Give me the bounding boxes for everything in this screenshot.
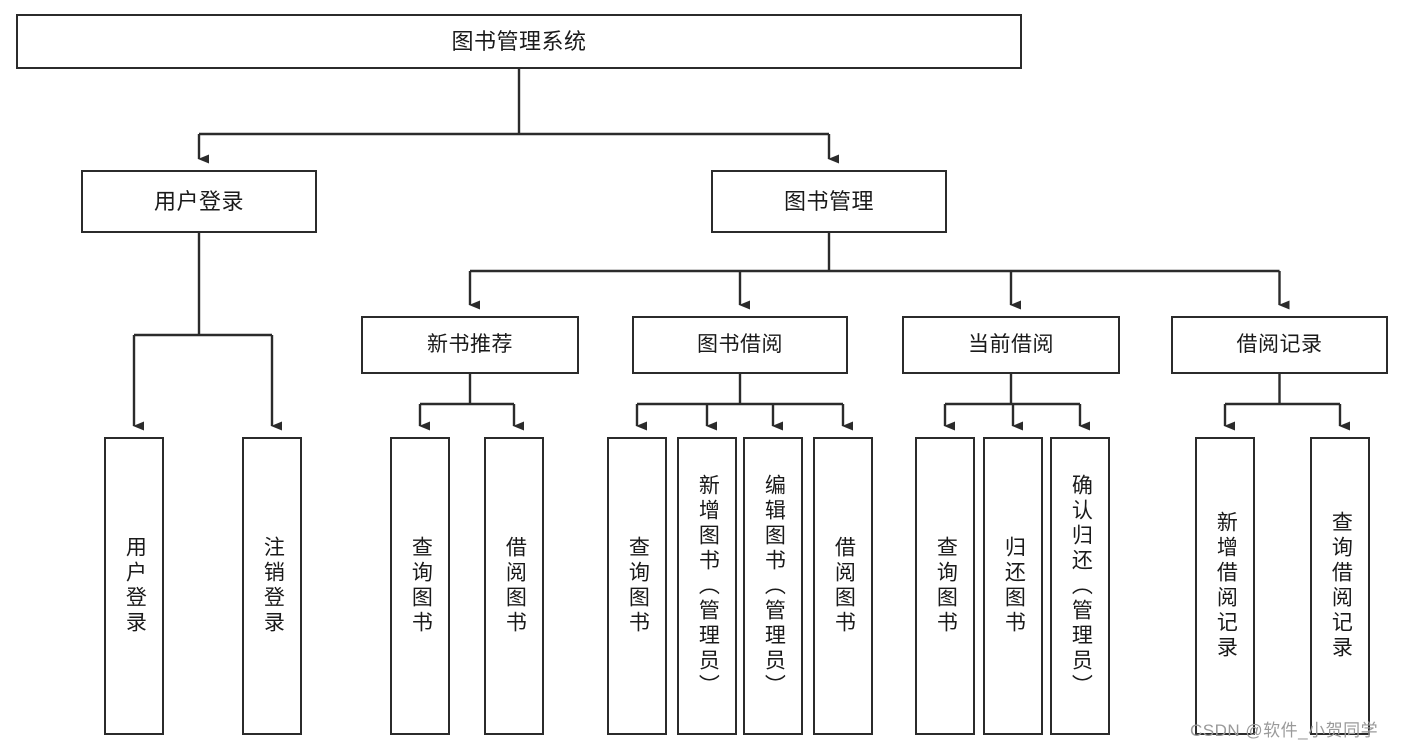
node-c-return[interactable]: 归还图书	[983, 437, 1043, 735]
node-label-r-query: 查询借阅记录	[1329, 511, 1353, 661]
node-label-b-borrow: 借阅图书	[832, 536, 856, 636]
node-c-confirm[interactable]: 确认归还（管理员）	[1050, 437, 1110, 735]
node-b-borrow[interactable]: 借阅图书	[813, 437, 873, 735]
node-label-records: 借阅记录	[1236, 332, 1323, 356]
node-label-n-borrow: 借阅图书	[503, 536, 527, 636]
node-label-b-query: 查询图书	[626, 536, 650, 636]
node-b-edit[interactable]: 编辑图书（管理员）	[743, 437, 803, 735]
node-c-query[interactable]: 查询图书	[915, 437, 975, 735]
node-r-query[interactable]: 查询借阅记录	[1310, 437, 1370, 735]
node-label-l-login: 用户登录	[123, 536, 147, 636]
node-bookmgmt[interactable]: 图书管理	[711, 170, 947, 233]
node-l-login[interactable]: 用户登录	[104, 437, 164, 735]
node-label-bookmgmt: 图书管理	[783, 188, 874, 214]
node-label-n-query: 查询图书	[409, 536, 433, 636]
node-label-login: 用户登录	[153, 188, 244, 214]
node-root[interactable]: 图书管理系统	[16, 14, 1022, 69]
node-label-current: 当前借阅	[968, 332, 1054, 356]
node-label-borrow: 图书借阅	[697, 332, 783, 356]
node-records[interactable]: 借阅记录	[1171, 316, 1388, 374]
node-label-c-confirm: 确认归还（管理员）	[1069, 473, 1093, 699]
edge-group	[132, 69, 1350, 431]
node-label-c-query: 查询图书	[934, 536, 958, 636]
node-label-newbook: 新书推荐	[427, 332, 513, 356]
node-label-b-edit: 编辑图书（管理员）	[762, 473, 786, 699]
node-label-b-add: 新增图书（管理员）	[696, 473, 720, 699]
node-l-logout[interactable]: 注销登录	[242, 437, 302, 735]
node-newbook[interactable]: 新书推荐	[361, 316, 579, 374]
node-label-c-return: 归还图书	[1002, 536, 1026, 636]
node-label-root: 图书管理系统	[451, 28, 587, 54]
node-label-l-logout: 注销登录	[261, 536, 285, 636]
node-b-query[interactable]: 查询图书	[607, 437, 667, 735]
node-borrow[interactable]: 图书借阅	[632, 316, 848, 374]
node-current[interactable]: 当前借阅	[902, 316, 1120, 374]
node-label-r-add: 新增借阅记录	[1214, 511, 1238, 661]
node-r-add[interactable]: 新增借阅记录	[1195, 437, 1255, 735]
node-n-query[interactable]: 查询图书	[390, 437, 450, 735]
node-login[interactable]: 用户登录	[81, 170, 317, 233]
node-n-borrow[interactable]: 借阅图书	[484, 437, 544, 735]
node-b-add[interactable]: 新增图书（管理员）	[677, 437, 737, 735]
